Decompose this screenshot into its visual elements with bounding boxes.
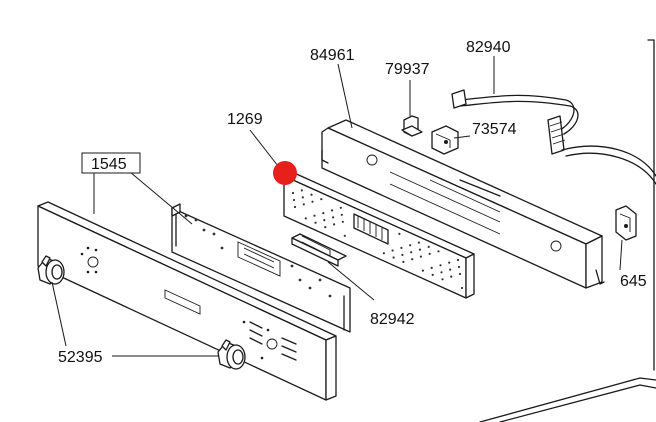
pcb-component-dot (418, 248, 421, 251)
pcb-component-dot (320, 198, 323, 201)
pcb-component-dot (411, 258, 414, 261)
label-52395: 52395 (58, 349, 103, 366)
pcb-component-dot (430, 266, 433, 269)
knob-left (37, 255, 65, 285)
pcb-component-dot (441, 278, 444, 281)
pcb-component-dot (391, 249, 394, 252)
rear-control-panel (321, 119, 605, 289)
pcb-component-dot (313, 214, 316, 217)
electronic-pcb (283, 171, 475, 299)
knob-right (217, 339, 246, 370)
pcb-component-dot (427, 245, 430, 248)
label-82942: 82942 (370, 311, 415, 328)
pcb-component-dot (310, 193, 313, 196)
pcb-component-dot (333, 223, 336, 226)
pcb-component-dot (401, 253, 404, 256)
pcb-component-dot (437, 250, 440, 253)
pcb-component-dot (324, 226, 327, 229)
pcb-component-dot (410, 251, 413, 254)
fascia-symbol-marks (242, 320, 297, 361)
pcb-component-dot (428, 252, 431, 255)
pcb-component-dot (456, 258, 460, 262)
pcb-component-dot (301, 196, 304, 199)
pcb-component-dot (304, 217, 307, 220)
pcb-component-dot (402, 260, 405, 263)
pcb-component-dot (449, 268, 452, 271)
label-82940: 82940 (466, 39, 511, 56)
pcb-component-dot (421, 269, 424, 272)
pcb-component-dot (311, 200, 314, 203)
clip-part (401, 115, 423, 137)
pcb-component-dot (450, 275, 453, 278)
pcb-component-dot (322, 212, 325, 215)
pcb-component-dot (292, 198, 296, 202)
pcb-component-dot (398, 232, 401, 235)
connector-board (291, 233, 347, 267)
pcb-component-dot (460, 286, 464, 290)
pcb-component-dot (431, 273, 434, 276)
oven-body-edge (479, 39, 656, 422)
pcb-component-dot (440, 271, 443, 274)
pcb-component-dot (419, 255, 422, 258)
label-73574: 73574 (472, 121, 517, 138)
pcb-component-dot (291, 191, 295, 195)
control-panel-fascia (37, 201, 337, 401)
wire-harness (451, 89, 656, 185)
pcb-component-dot (302, 203, 305, 206)
pcb-component-dot (331, 209, 334, 212)
pcb-component-dot (343, 234, 346, 237)
pcb-component-dot (409, 244, 412, 247)
pcb-component-dot (439, 264, 442, 267)
pcb-component-dot (323, 219, 326, 222)
pcb-component-dot (293, 205, 297, 209)
pcb-component-dot (448, 261, 451, 264)
pcb-component-dot (340, 213, 343, 216)
pcb-component-dot (457, 265, 461, 269)
pcb-component-dot (341, 220, 344, 223)
pcb-component-dot (400, 246, 403, 249)
label-1269: 1269 (227, 111, 263, 128)
pcb-component-dot (300, 189, 303, 192)
switch-part (431, 125, 459, 155)
label-79937: 79937 (385, 61, 430, 78)
pcb-component-dot (382, 252, 385, 255)
right-clip-part (615, 205, 637, 241)
highlight-marker (273, 161, 297, 185)
pcb-component-dot (417, 241, 420, 244)
pcb-component-dot (332, 216, 335, 219)
pcb-component-dot (314, 221, 317, 224)
pcb-component-dot (392, 256, 395, 259)
label-1545: 1545 (91, 156, 127, 173)
label-1545-box: 1545 (81, 152, 141, 174)
pcb-component-dot (339, 206, 342, 209)
pcb-component-dot (458, 272, 462, 276)
label-84961: 84961 (310, 47, 355, 64)
label-645: 645 (620, 273, 647, 290)
